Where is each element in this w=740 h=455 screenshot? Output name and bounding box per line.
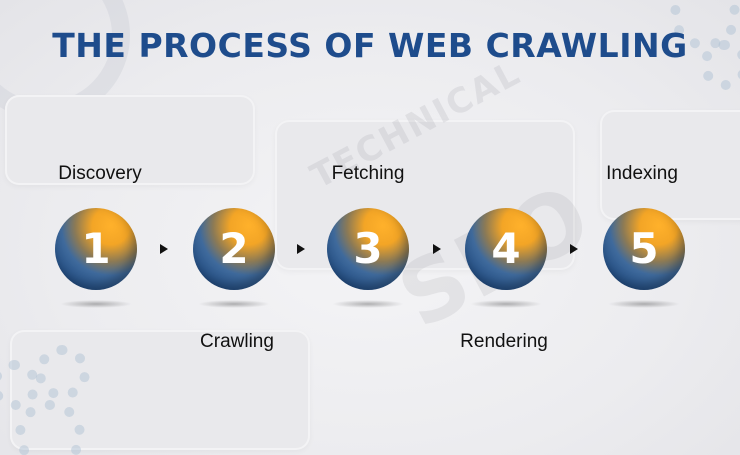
arrow-right-icon — [570, 244, 578, 254]
arrow-right-icon — [297, 244, 305, 254]
step-ball-1: 1 — [55, 208, 137, 290]
gear-icon — [35, 345, 90, 400]
arrow-right-icon — [433, 244, 441, 254]
ball-shadow — [608, 300, 680, 308]
ball-shadow — [332, 300, 404, 308]
step-label-crawling: Crawling — [200, 331, 274, 352]
page-title: THE PROCESS OF WEB CRAWLING — [52, 26, 688, 65]
keyboard-key-decoration — [5, 95, 255, 185]
gear-icon — [700, 40, 740, 90]
step-number: 2 — [219, 224, 249, 273]
gear-icon — [670, 0, 740, 50]
step-number: 5 — [629, 224, 659, 273]
step-ball-2: 2 — [193, 208, 275, 290]
gear-icon — [15, 400, 85, 455]
step-label-fetching: Fetching — [331, 163, 405, 184]
step-label-indexing: Indexing — [606, 163, 678, 184]
ball-shadow — [60, 300, 132, 308]
step-ball-3: 3 — [327, 208, 409, 290]
ball-shadow — [198, 300, 270, 308]
step-number: 3 — [353, 224, 383, 273]
step-number: 1 — [81, 224, 111, 273]
keyboard-key-decoration — [600, 110, 740, 220]
arrow-right-icon — [160, 244, 168, 254]
gear-icon — [0, 360, 40, 410]
step-label-discovery: Discovery — [58, 163, 142, 184]
step-ball-5: 5 — [603, 208, 685, 290]
ball-shadow — [470, 300, 542, 308]
step-label-rendering: Rendering — [460, 331, 548, 352]
step-number: 4 — [491, 224, 521, 273]
step-ball-4: 4 — [465, 208, 547, 290]
